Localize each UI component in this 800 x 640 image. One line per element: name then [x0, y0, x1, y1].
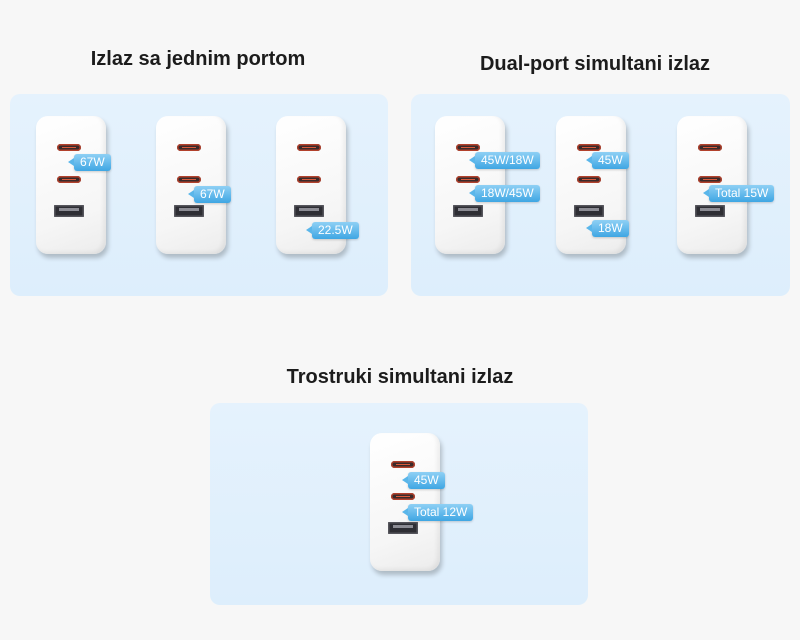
- triple-port-title: Trostruki simultani izlaz: [286, 366, 514, 388]
- usb-a-port: [174, 205, 204, 217]
- output-label: 22.5W: [306, 222, 359, 239]
- usb-a-port: [453, 205, 483, 217]
- output-label: 45W: [402, 472, 445, 489]
- triple-port-panel: 45W Total 12W: [210, 403, 588, 605]
- dual-port-panel: 45W/18W 18W/45W 45W 18W Total 15W: [411, 94, 790, 296]
- output-label: Total 15W: [702, 185, 775, 202]
- usb-c-port: [297, 144, 321, 151]
- output-label: 18W: [586, 220, 629, 237]
- usb-a-port: [388, 522, 418, 534]
- output-label: 45W: [586, 152, 629, 169]
- usb-a-port: [574, 205, 604, 217]
- usb-c-port: [391, 461, 415, 468]
- usb-c-port: [57, 176, 81, 183]
- single-port-panel: 67W 67W 22.5W: [10, 94, 388, 296]
- usb-c-port: [698, 144, 722, 151]
- charger: [36, 116, 106, 254]
- charger: [156, 116, 226, 254]
- usb-c-port: [577, 144, 601, 151]
- usb-c-port: [177, 176, 201, 183]
- usb-c-port: [177, 144, 201, 151]
- usb-c-port: [57, 144, 81, 151]
- output-label: 18W/45W: [469, 185, 540, 202]
- output-label: Total 12W: [401, 504, 474, 521]
- charger: [370, 433, 440, 571]
- output-label: 45W/18W: [469, 152, 540, 169]
- usb-c-port: [456, 176, 480, 183]
- usb-c-port: [297, 176, 321, 183]
- output-label: 67W: [68, 154, 111, 171]
- usb-c-port: [698, 176, 722, 183]
- usb-a-port: [54, 205, 84, 217]
- single-port-title: Izlaz sa jednim portom: [90, 48, 306, 70]
- usb-c-port: [391, 493, 415, 500]
- output-label: 67W: [188, 186, 231, 203]
- usb-a-port: [695, 205, 725, 217]
- dual-port-title: Dual-port simultani izlaz: [479, 53, 711, 75]
- usb-c-port: [456, 144, 480, 151]
- usb-c-port: [577, 176, 601, 183]
- usb-a-port: [294, 205, 324, 217]
